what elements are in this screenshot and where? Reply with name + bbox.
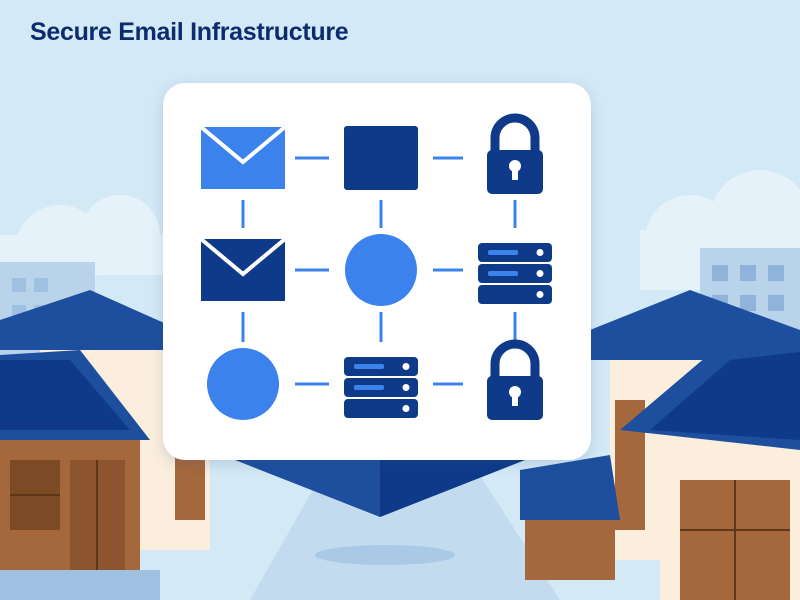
padlock-icon bbox=[487, 339, 543, 420]
circle-node-icon bbox=[207, 348, 279, 420]
circle-node-icon bbox=[345, 234, 417, 306]
envelope-icon bbox=[199, 237, 287, 301]
envelope-icon bbox=[199, 125, 287, 189]
server-icon bbox=[478, 243, 552, 304]
padlock-icon bbox=[487, 113, 543, 194]
infrastructure-diagram bbox=[199, 113, 552, 420]
cloud-right bbox=[640, 170, 800, 290]
hanok-right-near bbox=[620, 335, 800, 600]
page-title: Secure Email Infrastructure bbox=[30, 18, 349, 46]
street-shadow bbox=[315, 545, 455, 565]
hanok-left-near bbox=[0, 350, 160, 600]
server-icon bbox=[344, 357, 418, 418]
diagram-card bbox=[163, 83, 591, 460]
square-node-icon bbox=[344, 126, 418, 190]
